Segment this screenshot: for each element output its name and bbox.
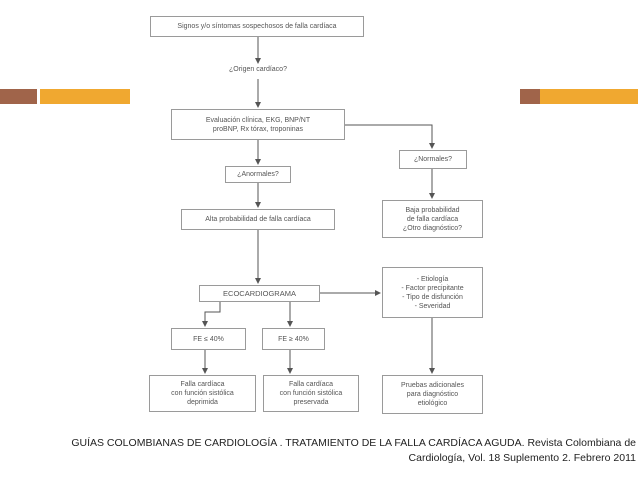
- node-normales: ¿Normales?: [399, 150, 467, 169]
- node-ecocardiograma: ECOCARDIOGRAMA: [199, 285, 320, 302]
- node-fe-menor: FE ≤ 40%: [171, 328, 246, 350]
- node-evaluacion: Evaluación clínica, EKG, BNP/NT proBNP, …: [171, 109, 345, 140]
- node-baja-probabilidad: Baja probabilidad de falla cardíaca ¿Otr…: [382, 200, 483, 238]
- node-falla-preservada: Falla cardíaca con función sistólica pre…: [263, 375, 359, 412]
- node-alta-probabilidad: Alta probabilidad de falla cardíaca: [181, 209, 335, 230]
- node-anormales: ¿Anormales?: [225, 166, 291, 183]
- node-signos: Signos y/o síntomas sospechosos de falla…: [150, 16, 364, 37]
- citation-text: GUÍAS COLOMBIANAS DE CARDIOLOGÍA . TRATA…: [71, 437, 636, 464]
- decorative-bar-left-orange: [40, 89, 130, 104]
- node-fe-mayor: FE ≥ 40%: [262, 328, 325, 350]
- decorative-bar-left-brown: [0, 89, 37, 104]
- node-detalles: - Etiología - Factor precipitante - Tipo…: [382, 267, 483, 318]
- node-origen: ¿Origen cardíaco?: [229, 66, 287, 73]
- decorative-bar-right-orange: [520, 89, 638, 104]
- node-falla-deprimida: Falla cardíaca con función sistólica dep…: [149, 375, 256, 412]
- node-pruebas-adicionales: Pruebas adicionales para diagnóstico eti…: [382, 375, 483, 414]
- decorative-bar-right-brown: [520, 89, 540, 104]
